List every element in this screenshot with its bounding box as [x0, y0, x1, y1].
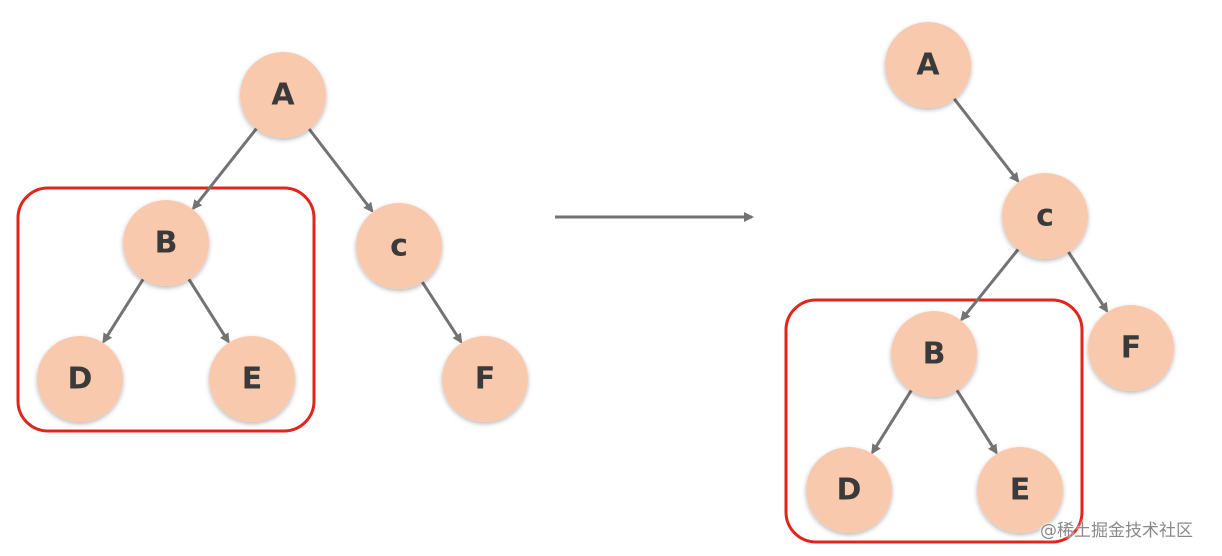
right-node-label-a: A: [916, 48, 940, 83]
right-highlight-frame: [784, 298, 1084, 544]
right-node-e: E: [977, 447, 1063, 533]
left-node-circle-d: [37, 336, 123, 422]
left-node-label-d: D: [68, 362, 93, 397]
left-node-circle-a: [240, 52, 326, 138]
right-edge-b-e: [954, 387, 998, 455]
right-node-circle-a: [885, 22, 971, 108]
right-node-b: B: [891, 311, 977, 397]
right-edge-a-c: [951, 96, 1020, 183]
right-node-c: c: [1002, 173, 1088, 259]
left-node-label-f: F: [475, 362, 496, 397]
right-node-label-c: c: [1036, 199, 1054, 234]
left-node-circle-e: [209, 336, 295, 422]
left-edge-c-f: [420, 279, 463, 344]
left-node-f: F: [442, 336, 528, 422]
right-node-label-d: D: [837, 473, 862, 508]
left-edge-a-b: [192, 126, 259, 211]
right-tree: AcB F D E: [806, 22, 1174, 533]
left-node-label-e: E: [242, 362, 263, 397]
left-node-circle-c: [356, 203, 442, 289]
left-node-d: D: [37, 336, 123, 422]
left-node-label-a: A: [271, 78, 295, 113]
left-node-label-b: B: [155, 226, 178, 261]
watermark: @稀土掘金技术社区: [1040, 521, 1193, 541]
right-node-a: A: [885, 22, 971, 108]
left-node-c: c: [356, 203, 442, 289]
right-node-d: D: [806, 447, 892, 533]
left-node-circle-f: [442, 336, 528, 422]
right-node-circle-d: [806, 447, 892, 533]
right-node-label-f: F: [1121, 331, 1142, 366]
left-node-b: B: [123, 200, 209, 286]
left-node-a: A: [240, 52, 326, 138]
right-node-circle-c: [1002, 173, 1088, 259]
right-node-f: F: [1088, 305, 1174, 391]
left-node-label-c: c: [390, 229, 408, 264]
left-edge-b-d: [102, 276, 146, 344]
right-node-label-e: E: [1010, 473, 1031, 508]
left-node-e: E: [209, 336, 295, 422]
left-edge-b-e: [186, 276, 230, 344]
left-edge-a-c: [306, 126, 374, 213]
right-edge-c-b: [960, 247, 1021, 322]
right-node-circle-f: [1088, 305, 1174, 391]
left-highlight-frame: [16, 186, 316, 433]
right-node-label-b: B: [923, 337, 946, 372]
right-edge-b-d: [871, 387, 914, 455]
right-node-circle-e: [977, 447, 1063, 533]
left-node-circle-b: [123, 200, 209, 286]
right-edge-c-f: [1066, 249, 1109, 313]
right-node-circle-b: [891, 311, 977, 397]
